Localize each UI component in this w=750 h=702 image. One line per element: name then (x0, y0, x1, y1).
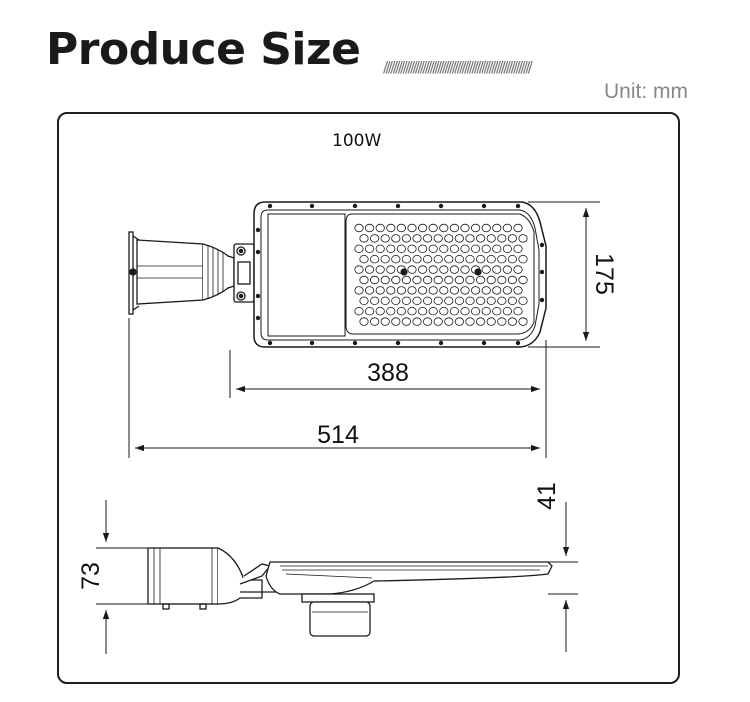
dim-175-label: 175 (590, 253, 618, 295)
title-hatch-decoration: ////////////////////////////////////////… (383, 58, 533, 76)
wattage-label: 100W (332, 131, 382, 151)
dim-388-label: 388 (367, 359, 409, 387)
pole-adapter (136, 239, 204, 305)
top-view (128, 201, 547, 348)
drawing-frame (57, 112, 680, 684)
dim-41-label: 41 (533, 482, 561, 510)
side-mount-neck (217, 547, 263, 605)
driver-cover (267, 213, 346, 337)
dim-73-label: 73 (77, 562, 105, 590)
photocell-sensor (301, 593, 375, 603)
led-panel (345, 213, 535, 335)
side-view (147, 547, 553, 637)
housing-screws (255, 203, 545, 346)
unit-label: Unit: mm (604, 80, 688, 103)
side-housing (265, 561, 553, 595)
side-pole-adapter (147, 547, 219, 605)
dim-514-label: 514 (317, 421, 359, 449)
led-array (354, 223, 528, 326)
luminaire-housing (253, 201, 547, 348)
top-dimensions (128, 201, 600, 458)
page-title: Produce Size (46, 24, 361, 75)
side-dimensions (96, 500, 578, 654)
